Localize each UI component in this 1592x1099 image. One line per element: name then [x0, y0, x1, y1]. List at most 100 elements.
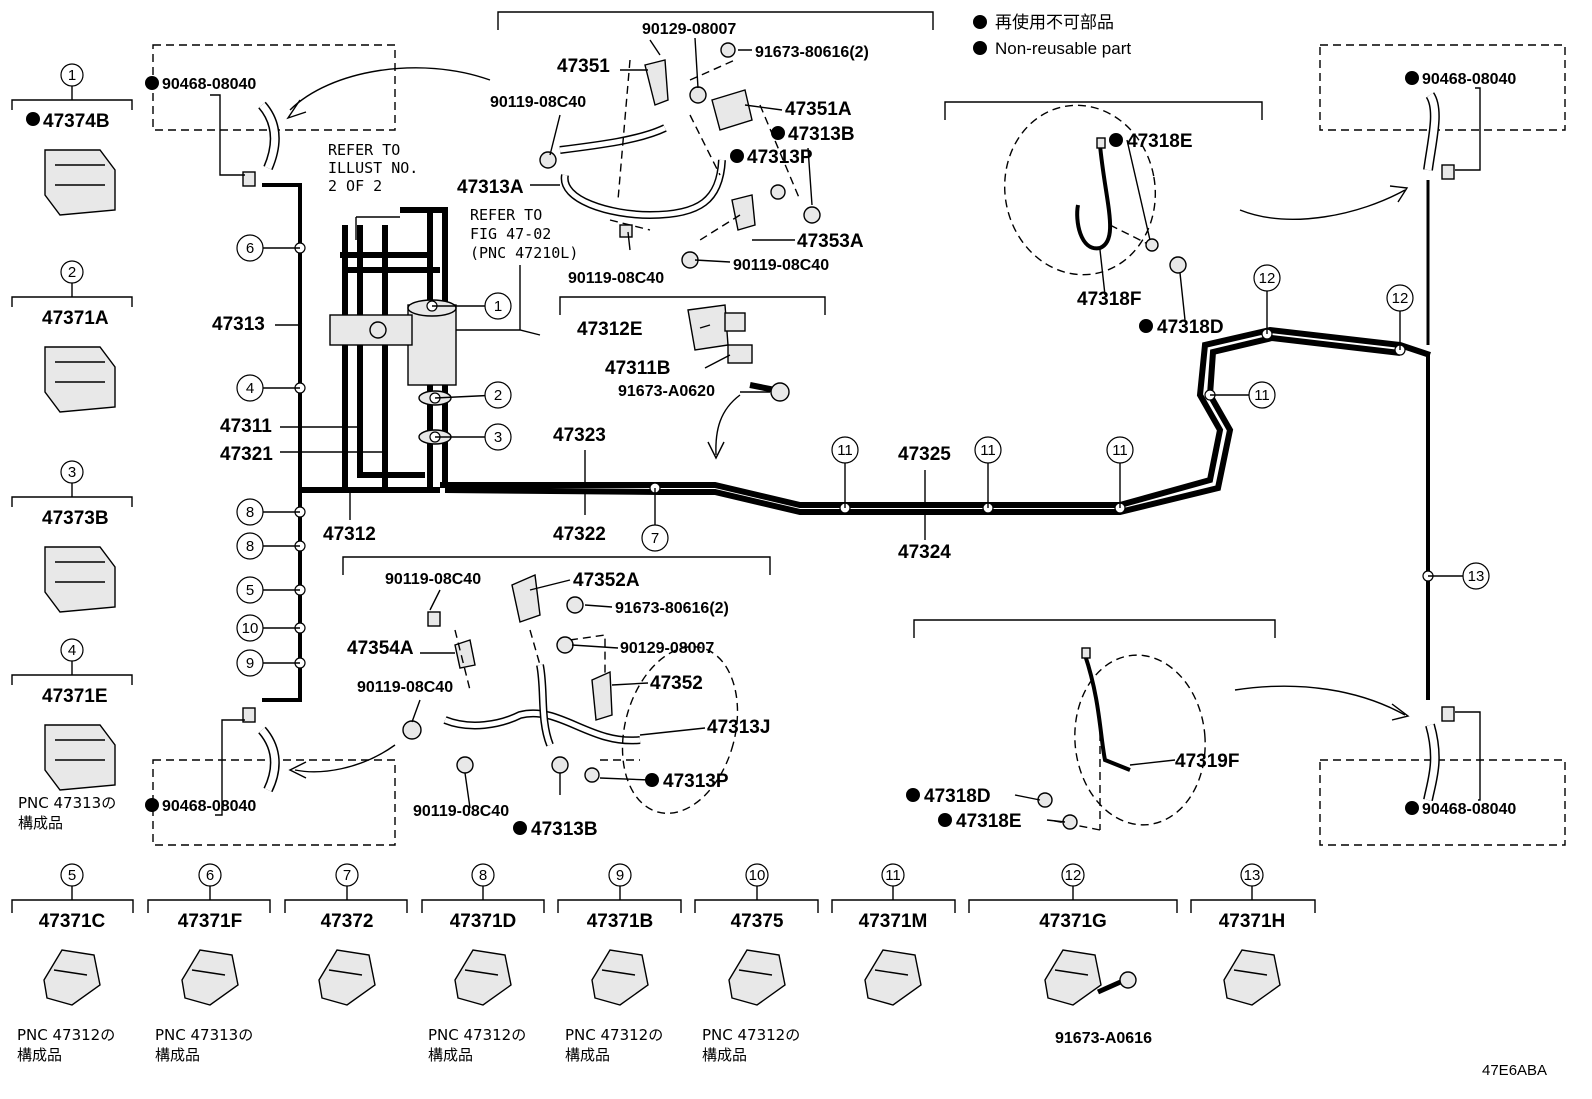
- label-top-90119c: 90119-08C40: [733, 257, 829, 274]
- callout-12: 12: [1253, 264, 1281, 334]
- label-bot-47352: 47352: [650, 673, 703, 694]
- callout-11: 11: [974, 436, 1002, 508]
- label-bot-90119b: 90119-08C40: [357, 679, 453, 696]
- callout-6: 6: [236, 234, 300, 262]
- callout-9: 9: [236, 649, 300, 677]
- label-bot-47313J: 47313J: [707, 717, 770, 738]
- callout-number: 8: [246, 504, 254, 521]
- label-bot-91673: 91673-80616(2): [615, 600, 729, 617]
- label-top-47313A: 47313A: [457, 177, 524, 198]
- legend-jp: 再使用不可部品: [995, 12, 1114, 32]
- label-90468-tr: 90468-08040: [1422, 71, 1516, 88]
- bottom-clip-pn: 47371D: [450, 911, 517, 932]
- left-clip-number: 1: [68, 67, 76, 84]
- callout-number: 8: [246, 538, 254, 555]
- label-r-47318D2: 47318D: [924, 786, 991, 807]
- bottom-clip-pn: 47371M: [859, 911, 928, 932]
- bottom-clip-note: 構成品: [565, 1046, 610, 1064]
- rear-hose-assembly: [402, 573, 739, 815]
- callout-number: 6: [246, 240, 254, 257]
- bottom-clip-pn: 47371C: [39, 911, 106, 932]
- brake-pipes: [262, 180, 1431, 702]
- callout-number: 11: [1254, 387, 1270, 404]
- callout-number: 4: [246, 380, 254, 397]
- callout-number: 7: [651, 530, 659, 547]
- callout-11: 11: [831, 436, 859, 508]
- note-illust-line1: REFER TO: [328, 141, 400, 159]
- label-47312: 47312: [323, 524, 376, 545]
- abs-actuator: [329, 299, 541, 445]
- label-top-47313B: 47313B: [788, 124, 855, 145]
- left-clip-number: 4: [68, 642, 76, 659]
- left-clip-note: PNC 47313の: [18, 794, 116, 812]
- label-r-47319F: 47319F: [1175, 751, 1239, 772]
- bottom-clip-number: 12: [1065, 867, 1082, 884]
- bottom-clip-note: 構成品: [17, 1046, 62, 1064]
- left-clip-pn: 47374B: [43, 111, 110, 132]
- note-fig-line1: REFER TO: [470, 206, 542, 224]
- callout-number: 1: [494, 298, 502, 315]
- bottom-clip-note: 構成品: [702, 1046, 747, 1064]
- label-r-47318E2: 47318E: [956, 811, 1022, 832]
- callout-number: 12: [1259, 270, 1276, 287]
- inset-boxes: [152, 11, 1566, 846]
- callout-10: 10: [236, 614, 300, 642]
- label-bot-47352A: 47352A: [573, 570, 640, 591]
- bottom-clip-number: 5: [68, 867, 76, 884]
- callout-number: 11: [1112, 442, 1128, 459]
- left-clip-pn: 47371E: [42, 686, 108, 707]
- left-clip-1: 1 47374B: [11, 63, 133, 216]
- bottom-clip-note: 構成品: [428, 1046, 473, 1064]
- bottom-clip-note: PNC 47312の: [428, 1026, 526, 1044]
- label-bot-90119c: 90119-08C40: [413, 803, 509, 820]
- note-refer-fig: REFER TO FIG 47-02 (PNC 47210L): [470, 206, 578, 262]
- label-mid-91673: 91673-A0620: [618, 383, 715, 400]
- label-47325: 47325: [898, 444, 951, 465]
- label-47321: 47321: [220, 444, 273, 465]
- label-mid-47311B: 47311B: [605, 358, 671, 379]
- label-top-90119b: 90119-08C40: [568, 270, 664, 287]
- label-r-47318D: 47318D: [1157, 317, 1224, 338]
- diagram-code: 47E6ABA: [1482, 1062, 1547, 1079]
- label-r-47318E: 47318E: [1127, 131, 1193, 152]
- front-hose-assembly: [539, 42, 821, 269]
- leader-lines: [210, 37, 1481, 823]
- flow-arrows: [286, 67, 1410, 779]
- bottom-clip-12: 12 47371G: [968, 863, 1178, 1006]
- callout-5: 5: [236, 576, 300, 604]
- bottom-clip-note: PNC 47312の: [17, 1026, 115, 1044]
- label-47311: 47311: [220, 416, 272, 437]
- part-labels: 90468-08040 90468-08040 90468-08040 9046…: [145, 21, 1516, 840]
- label-bot-47313P: 47313P: [663, 771, 729, 792]
- callout-3: 3: [435, 423, 512, 451]
- inset-hoses: [242, 92, 1455, 802]
- bolt-12: 91673-A0616: [1055, 971, 1152, 1047]
- label-bot-90119a: 90119-08C40: [385, 571, 481, 588]
- left-clip-pn: 47373B: [42, 508, 109, 529]
- label-mid-47312E: 47312E: [577, 319, 643, 340]
- legend: 再使用不可部品 Non-reusable part: [973, 12, 1131, 58]
- callout-number: 10: [242, 620, 259, 637]
- note-fig-line2: FIG 47-02: [470, 225, 551, 243]
- label-top-47313P: 47313P: [747, 147, 813, 168]
- label-top-90119a: 90119-08C40: [490, 94, 586, 111]
- junction-bracket: [687, 304, 790, 402]
- bottom-clip-pn: 47371G: [1039, 911, 1107, 932]
- callout-number: 5: [246, 582, 254, 599]
- callout-8: 8: [236, 532, 300, 560]
- pipe-clip-markers: [294, 242, 1434, 669]
- bottom-clip-number: 8: [479, 867, 487, 884]
- callout-number: 12: [1392, 290, 1409, 307]
- label-bot-47354A: 47354A: [347, 638, 414, 659]
- legend-en: Non-reusable part: [995, 39, 1131, 58]
